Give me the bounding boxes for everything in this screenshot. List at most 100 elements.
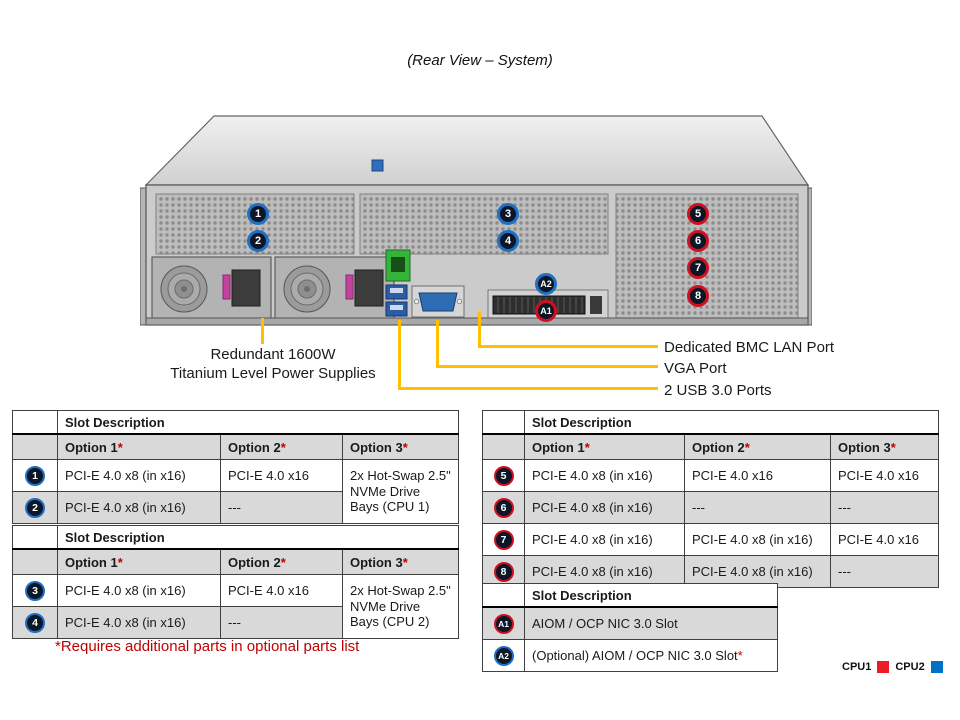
required-asterisk: * [584, 439, 590, 455]
header-spacer [12, 433, 58, 460]
slot-3-badge: 3 [25, 580, 45, 601]
diagram-title: (Rear View – System) [407, 52, 553, 69]
table-row: 3 PCI-E 4.0 x8 (in x16) PCI-E 4.0 x16 2x… [12, 574, 459, 639]
cpu-legend: CPU1 CPU2 [842, 661, 943, 673]
slot-2-badge: 2 [25, 497, 45, 518]
chassis-bottom-rail [145, 317, 809, 326]
cpu1-label: CPU1 [842, 661, 872, 673]
callout-line-usb-v [398, 320, 401, 390]
col-header-text: Option 3 [350, 439, 403, 455]
table-title: Slot Description [524, 583, 778, 608]
table-row: 1 PCI-E 4.0 x8 (in x16) PCI-E 4.0 x16 2x… [12, 459, 459, 524]
col-header-text: Option 2 [228, 439, 281, 455]
col-header-opt2: Option 2* [220, 548, 343, 575]
required-asterisk: * [117, 439, 123, 455]
option2-value: PCI-E 4.0 x16 [220, 574, 343, 607]
option1-value: PCI-E 4.0 x8 (in x16) [57, 606, 221, 639]
required-asterisk: * [737, 648, 743, 663]
col-header-opt1: Option 1* [524, 433, 685, 460]
col-header-opt3: Option 3* [342, 548, 459, 575]
cpu2-color-swatch [930, 661, 943, 673]
required-asterisk: * [890, 439, 896, 455]
option1-value: PCI-E 4.0 x8 (in x16) [57, 491, 221, 524]
option1-value: PCI-E 4.0 x8 (in x16) [524, 459, 685, 492]
slot-badge-cell: 2 [12, 491, 58, 524]
slot-badge-cell: 1 [12, 459, 58, 492]
col-header-text: Option 2 [692, 439, 745, 455]
required-asterisk: * [117, 554, 123, 570]
slot-6-badge: 6 [493, 497, 514, 518]
callout-line-bmc-v [478, 312, 481, 348]
aiom-description: (Optional) AIOM / OCP NIC 3.0 Slot* [524, 639, 778, 672]
option3-value: --- [830, 555, 939, 588]
option2-value: --- [684, 491, 831, 524]
slot-table-aiom: Slot Description A1 AIOM / OCP NIC 3.0 S… [482, 583, 778, 672]
psu-callout-line2: Titanium Level Power Supplies [170, 364, 376, 382]
slot-badge-cell: A1 [482, 606, 525, 640]
required-asterisk: * [402, 554, 408, 570]
psu-1 [151, 256, 272, 322]
vent-panel-center [359, 193, 609, 255]
option2-value: PCI-E 4.0 x8 (in x16) [684, 523, 831, 556]
option2-value: PCI-E 4.0 x8 (in x16) [684, 555, 831, 588]
slot-5-marker: 5 [687, 203, 709, 225]
cpu1-color-swatch [877, 661, 890, 673]
usb-ports [385, 284, 408, 317]
lid-logo-badge [371, 159, 384, 172]
header-spacer [12, 548, 58, 575]
header-spacer [12, 410, 58, 435]
option3-value: PCI-E 4.0 x16 [830, 459, 939, 492]
aiom-description-text: AIOM / OCP NIC 3.0 Slot [532, 616, 678, 631]
table-title: Slot Description [57, 410, 459, 435]
vga-callout-label: VGA Port [664, 360, 727, 377]
table-row: A1 AIOM / OCP NIC 3.0 Slot [482, 606, 778, 640]
option2-value: PCI-E 4.0 x16 [220, 459, 343, 492]
table-row: 5 PCI-E 4.0 x8 (in x16) PCI-E 4.0 x16 PC… [482, 459, 939, 492]
slot-badge-cell: 7 [482, 523, 525, 556]
callout-line-usb-h [398, 387, 658, 390]
aiom-description: AIOM / OCP NIC 3.0 Slot [524, 606, 778, 640]
option3-merged-value: 2x Hot-Swap 2.5" NVMe Drive Bays (CPU 1) [342, 459, 459, 524]
required-asterisk: * [280, 554, 286, 570]
slot-badge-cell: 4 [12, 606, 58, 639]
slot-a1-marker: A1 [535, 300, 557, 322]
col-header-text: Option 3 [350, 554, 403, 570]
col-header-opt3: Option 3* [342, 433, 459, 460]
option1-value: PCI-E 4.0 x8 (in x16) [524, 523, 685, 556]
slot-7-badge: 7 [493, 529, 514, 550]
slot-4-badge: 4 [25, 612, 45, 633]
slot-5-badge: 5 [493, 465, 514, 486]
required-asterisk: * [744, 439, 750, 455]
col-header-text: Option 3 [838, 439, 891, 455]
slot-badge-cell: 5 [482, 459, 525, 492]
callout-line-psu [261, 318, 264, 344]
slot-badge-cell: 6 [482, 491, 525, 524]
slot-table-3-4: Slot Description Option 1* Option 2* Opt… [12, 525, 459, 639]
col-header-text: Option 1 [65, 554, 118, 570]
bmc-callout-label: Dedicated BMC LAN Port [664, 339, 835, 356]
required-asterisk: * [402, 439, 408, 455]
header-spacer [12, 525, 58, 550]
option2-value: PCI-E 4.0 x16 [684, 459, 831, 492]
slot-6-marker: 6 [687, 230, 709, 252]
slot-table-1-2: Slot Description Option 1* Option 2* Opt… [12, 410, 459, 524]
bmc-lan-port [385, 249, 411, 282]
option1-value: PCI-E 4.0 x8 (in x16) [524, 491, 685, 524]
slot-a2-badge: A2 [493, 645, 514, 666]
slot-2-marker: 2 [247, 230, 269, 252]
table-row: 6 PCI-E 4.0 x8 (in x16) --- --- [482, 491, 939, 524]
aiom-description-text: (Optional) AIOM / OCP NIC 3.0 Slot [532, 648, 738, 663]
slot-8-marker: 8 [687, 285, 709, 307]
option3-value: PCI-E 4.0 x16 [830, 523, 939, 556]
slot-a2-marker: A2 [535, 273, 557, 295]
option2-value: --- [220, 606, 343, 639]
usb-callout-label: 2 USB 3.0 Ports [664, 382, 772, 399]
table-row: A2 (Optional) AIOM / OCP NIC 3.0 Slot* [482, 639, 778, 672]
slot-3-marker: 3 [497, 203, 519, 225]
server-rear-illustration [140, 115, 812, 326]
table-row: 2 PCI-E 4.0 x8 (in x16) --- [12, 491, 459, 524]
header-spacer [482, 410, 525, 435]
option1-value: PCI-E 4.0 x8 (in x16) [57, 574, 221, 607]
slot-1-marker: 1 [247, 203, 269, 225]
callout-line-vga-h [436, 365, 658, 368]
